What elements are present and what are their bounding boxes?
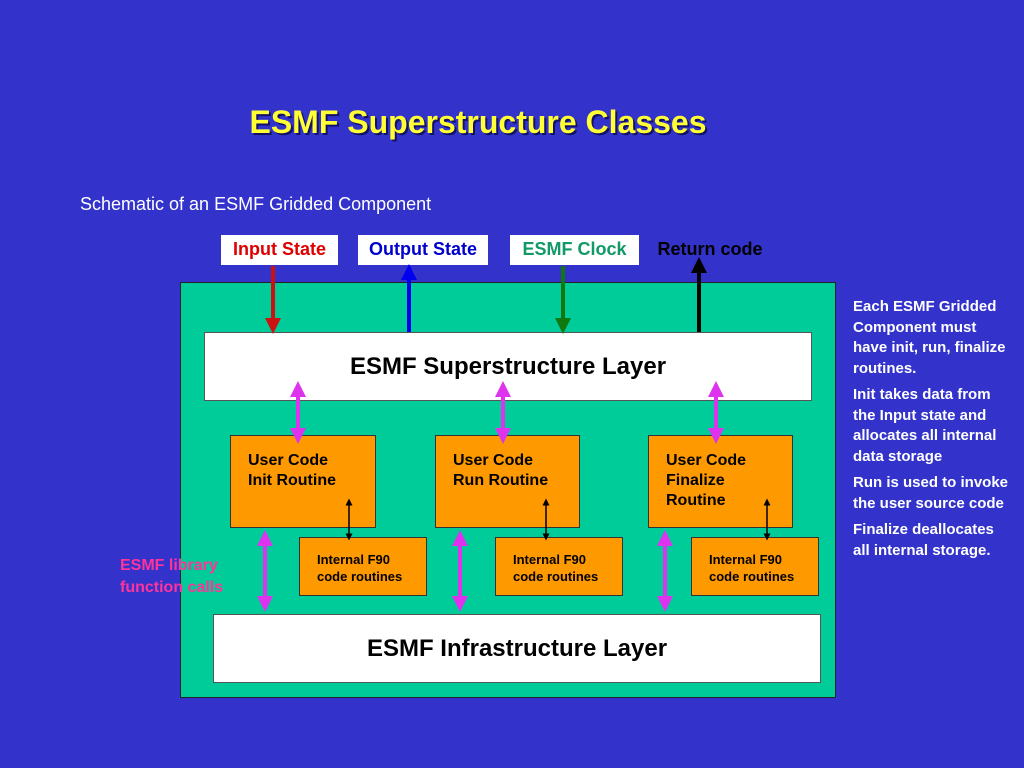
note-init: Init takes data from the Input state and… <box>853 386 997 465</box>
init-routine-line-2: Init Routine <box>248 472 336 489</box>
internal-routines-line-2: code routines <box>513 569 599 584</box>
internal-routines-line-2: code routines <box>709 569 795 584</box>
note-run: Run is used to invoke the user source co… <box>853 474 1009 512</box>
internal-routines-line-1: Internal F90 <box>709 552 782 567</box>
notes-panel: Each ESMF Gridded Component must have in… <box>853 297 1013 567</box>
finalize-routine-line-2: Finalize <box>666 472 725 489</box>
library-calls-label: ESMF library function calls <box>120 555 223 599</box>
internal-routines-finalize: Internal F90 code routines <box>691 537 819 596</box>
internal-routines-line-2: code routines <box>317 569 403 584</box>
output-state-label: Output State <box>358 235 488 265</box>
finalize-routine-line-1: User Code <box>666 452 747 469</box>
return-code-label: Return code <box>657 239 763 259</box>
esmf-clock-label: ESMF Clock <box>510 235 639 265</box>
library-calls-line-2: function calls <box>120 579 224 596</box>
internal-routines-line-1: Internal F90 <box>317 552 390 567</box>
internal-routines-init: Internal F90 code routines <box>299 537 427 596</box>
diagram-subtitle: Schematic of an ESMF Gridded Component <box>80 194 432 214</box>
init-routine-line-1: User Code <box>248 452 329 469</box>
internal-routines-run: Internal F90 code routines <box>495 537 623 596</box>
infrastructure-layer: ESMF Infrastructure Layer <box>213 614 821 683</box>
run-routine-box: User Code Run Routine <box>435 435 580 528</box>
run-routine-line-2: Run Routine <box>453 472 549 489</box>
input-state-label: Input State <box>221 235 338 265</box>
library-calls-line-1: ESMF library <box>120 557 218 574</box>
internal-routines-line-1: Internal F90 <box>513 552 586 567</box>
run-routine-line-1: User Code <box>453 452 534 469</box>
note-finalize: Finalize deallocates all internal storag… <box>853 521 994 559</box>
page-title: ESMF Superstructure Classes <box>249 104 707 140</box>
note-components: Each ESMF Gridded Component must have in… <box>853 298 1006 377</box>
finalize-routine-line-3: Routine <box>666 492 726 509</box>
